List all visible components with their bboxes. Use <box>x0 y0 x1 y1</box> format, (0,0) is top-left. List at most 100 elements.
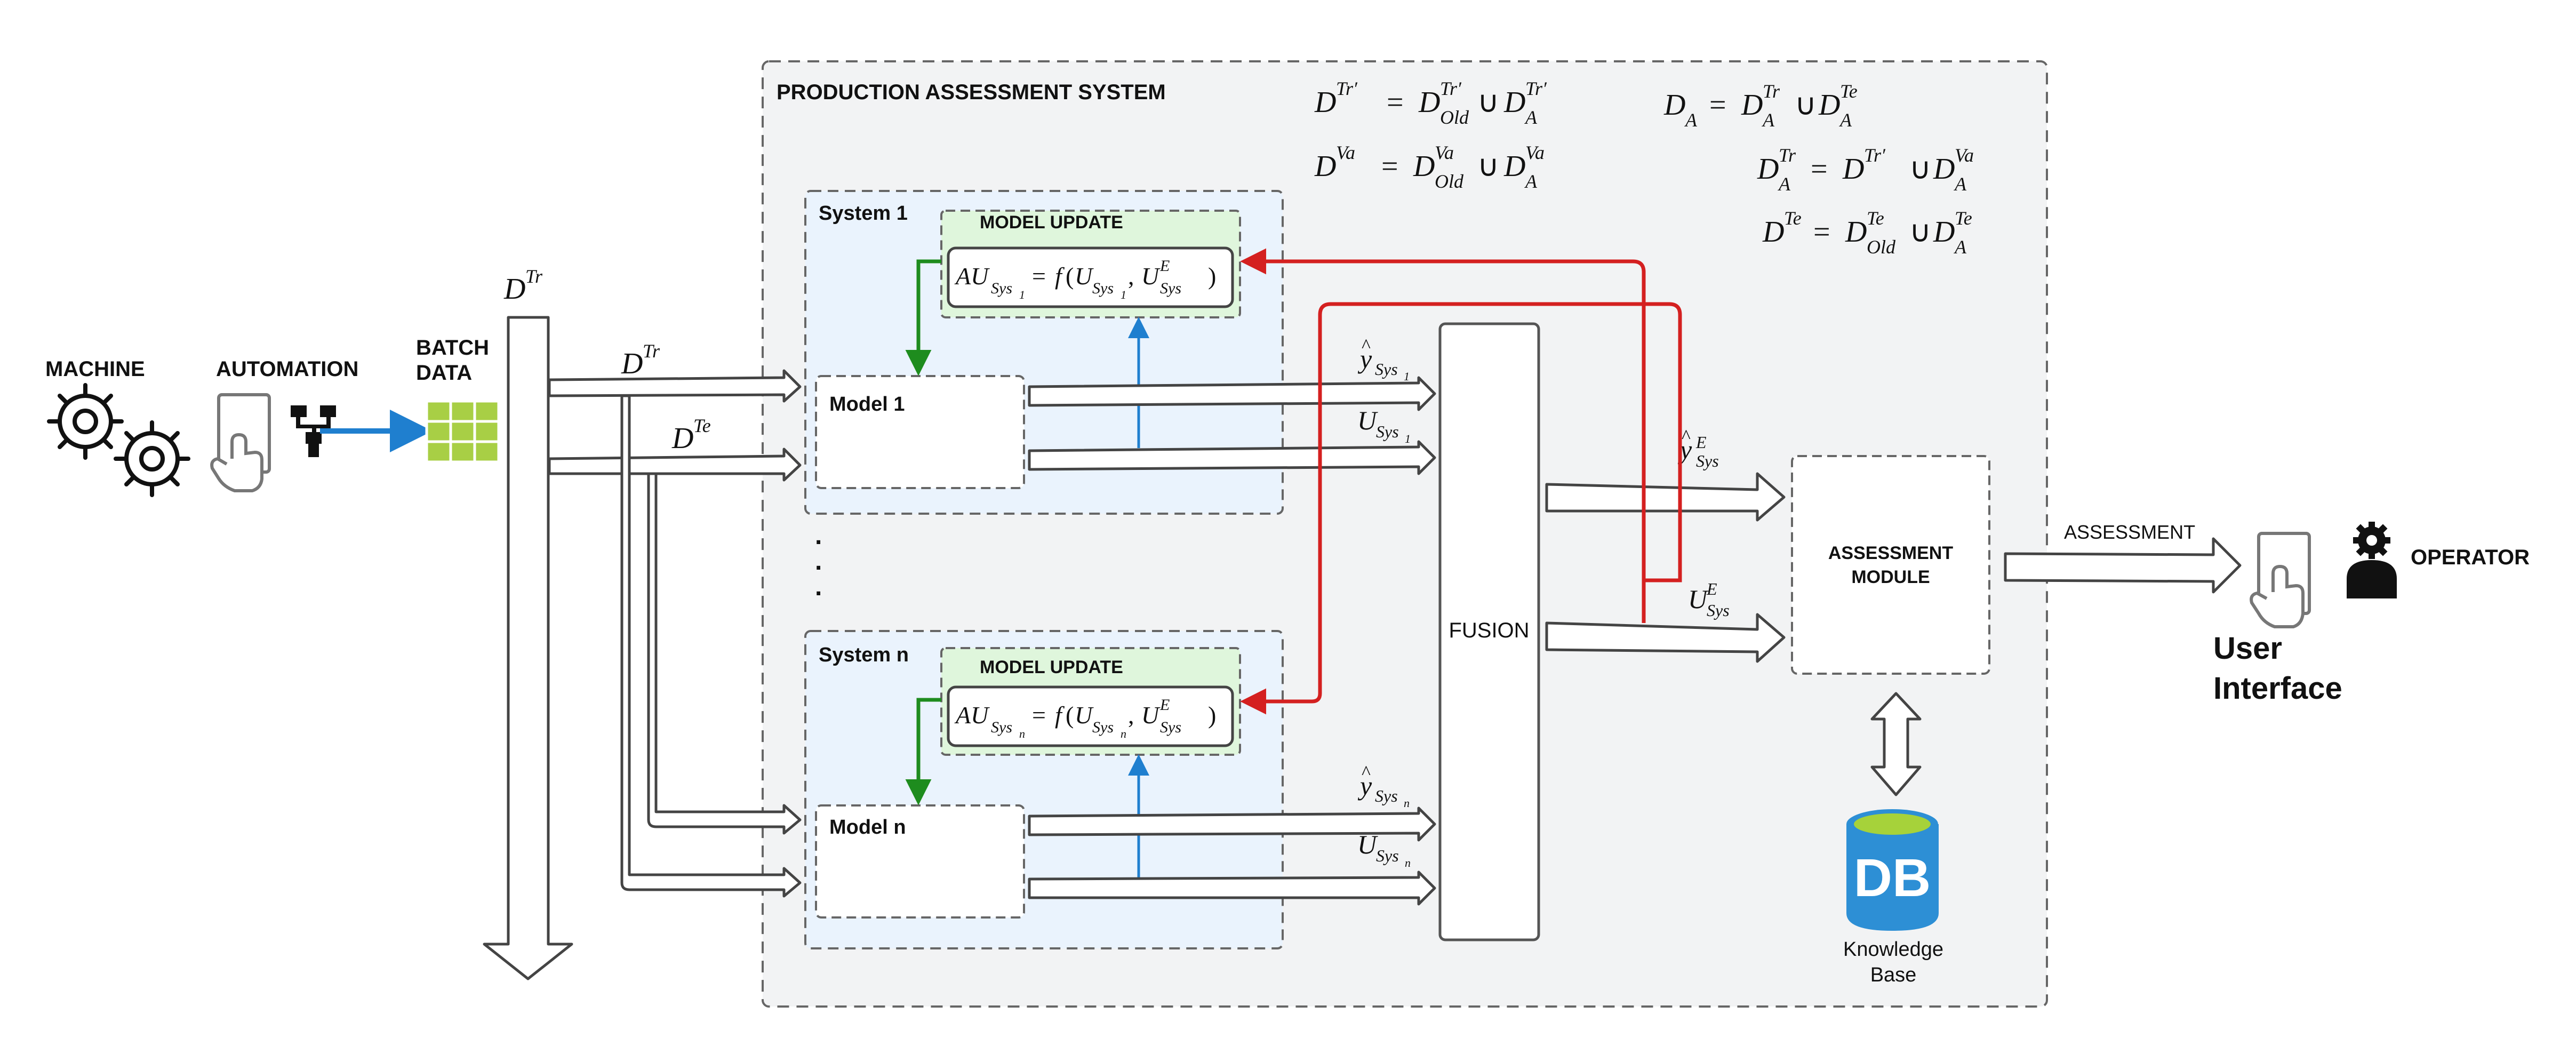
model-1-box <box>815 375 1025 489</box>
label-y-sys-n: y ^ Sys n <box>1357 762 1410 810</box>
system-1-model-update-label: MODEL UPDATE <box>980 212 1123 233</box>
svg-text:Tr′: Tr′ <box>1864 145 1886 166</box>
svg-text:D: D <box>1757 153 1779 186</box>
user-interface-label-2: Interface <box>2213 671 2342 706</box>
svg-text:Sys: Sys <box>1375 786 1398 805</box>
production-assessment-system-title: PRODUCTION ASSESSMENT SYSTEM <box>777 81 1166 104</box>
feedback-to-system-1 <box>1240 248 1646 580</box>
svg-text:y: y <box>1357 344 1372 374</box>
system-1-update-formula-box <box>947 246 1234 308</box>
svg-text:.: . <box>815 522 822 550</box>
svg-text:D: D <box>1663 89 1685 122</box>
svg-text:∪: ∪ <box>1909 215 1931 249</box>
svg-text:Tr: Tr <box>643 340 660 362</box>
ensemble-prediction-arrow <box>1545 472 1786 522</box>
svg-text:∪: ∪ <box>1795 89 1817 122</box>
svg-text:Te: Te <box>1840 81 1858 102</box>
formula-dte: D Te = D Te Old ∪ D Te A <box>1762 207 1972 258</box>
svg-text:1: 1 <box>1121 288 1126 301</box>
svg-text:D: D <box>1314 150 1336 183</box>
fusion-box <box>1438 322 1540 941</box>
svg-text:): ) <box>1208 701 1216 729</box>
dte-feeder-to-model-n <box>647 472 802 835</box>
machine-label: MACHINE <box>45 357 145 381</box>
svg-text:): ) <box>1208 262 1216 290</box>
svg-text:Sys: Sys <box>1696 451 1719 470</box>
model-n-prediction-arrow <box>1028 807 1436 842</box>
knowledge-base-label-2: Base <box>1870 964 1917 986</box>
svg-text:Sys: Sys <box>1376 846 1399 865</box>
svg-text:D: D <box>1503 86 1525 119</box>
assessment-module-label-1: ASSESSMENT <box>1828 543 1953 563</box>
svg-text:A: A <box>1684 109 1698 131</box>
svg-text:Old: Old <box>1435 171 1464 192</box>
label-u-sys-n: U Sys n <box>1357 829 1411 869</box>
svg-text:Va: Va <box>1336 142 1355 163</box>
svg-text:Tr: Tr <box>1779 145 1796 166</box>
system-n-label: System n <box>819 644 909 666</box>
operator-icon <box>2347 522 2397 598</box>
svg-text:Te: Te <box>1867 207 1884 229</box>
svg-text:Tr: Tr <box>525 266 543 287</box>
dtr-feeder-to-model-n <box>620 394 802 898</box>
svg-text:E: E <box>1695 433 1707 452</box>
svg-text:=: = <box>1032 701 1046 729</box>
svg-text:=: = <box>1387 86 1404 119</box>
svg-text:Sys: Sys <box>1375 360 1398 379</box>
svg-text:^: ^ <box>1362 762 1371 783</box>
svg-text:D: D <box>1933 153 1955 186</box>
automation-label: AUTOMATION <box>216 357 358 381</box>
svg-text:Te: Te <box>1784 207 1802 229</box>
feedback-to-system-n <box>1240 302 1682 715</box>
svg-text:A: A <box>1524 171 1538 192</box>
svg-text:n: n <box>1404 796 1410 810</box>
svg-text:D: D <box>1314 86 1336 119</box>
svg-text:D: D <box>671 422 693 455</box>
svg-text:U: U <box>1141 701 1161 729</box>
svg-text:D: D <box>1842 153 1864 186</box>
svg-text:Tr′: Tr′ <box>1336 78 1358 99</box>
formula-da: D A = D Tr A ∪ D Te A <box>1663 81 1858 131</box>
operator-label: OPERATOR <box>2411 546 2530 569</box>
svg-text:Sys: Sys <box>1707 601 1730 620</box>
system-1-update-arrow <box>905 259 941 376</box>
svg-text:n: n <box>1121 727 1126 740</box>
fusion-label: FUSION <box>1449 619 1529 642</box>
svg-text:U: U <box>1357 829 1378 859</box>
svg-text:=: = <box>1813 215 1830 249</box>
svg-text:Sys: Sys <box>1092 718 1114 736</box>
system-1-label: System 1 <box>819 202 908 225</box>
systems-ellipsis: . . . <box>815 522 822 601</box>
svg-text:Sys: Sys <box>1092 280 1114 297</box>
svg-text:D: D <box>1845 215 1867 249</box>
assessment-output-arrow <box>2004 537 2242 594</box>
svg-text:D: D <box>1741 89 1763 122</box>
svg-text:Tr: Tr <box>1763 81 1780 102</box>
system-n-update-formula: AU Sys n = f ( U Sys n , U E Sys ) <box>954 696 1216 740</box>
label-u-sys-1: U Sys 1 <box>1357 405 1411 445</box>
knowledge-base-label-1: Knowledge <box>1843 938 1943 961</box>
svg-text:D: D <box>1762 215 1784 249</box>
svg-text:AU: AU <box>954 262 990 290</box>
batch-data-label-2: DATA <box>416 361 472 385</box>
svg-text:Old: Old <box>1867 236 1896 258</box>
user-interface-label-1: User <box>2213 631 2282 666</box>
svg-text:A: A <box>1839 109 1852 131</box>
svg-text:A: A <box>1778 173 1791 195</box>
svg-text:(: ( <box>1066 701 1074 729</box>
svg-text:∪: ∪ <box>1477 150 1499 183</box>
svg-text:U: U <box>1075 262 1094 290</box>
formula-dva: D Va = D Va Old ∪ D Va A <box>1314 142 1545 192</box>
batch-data-label-1: BATCH <box>416 336 489 360</box>
automation-tablet-icon <box>210 393 271 492</box>
svg-text:D: D <box>503 273 525 306</box>
svg-text:D: D <box>1418 86 1440 119</box>
svg-text:(: ( <box>1066 262 1074 290</box>
svg-text:U: U <box>1357 405 1378 435</box>
svg-text:AU: AU <box>954 701 990 729</box>
svg-text:∪: ∪ <box>1477 86 1499 119</box>
svg-text:=: = <box>1709 89 1726 122</box>
label-y-sys-1: y ^ Sys 1 <box>1357 335 1410 383</box>
svg-text:Tr′: Tr′ <box>1440 78 1462 99</box>
database-icon: DB <box>1846 809 1939 931</box>
